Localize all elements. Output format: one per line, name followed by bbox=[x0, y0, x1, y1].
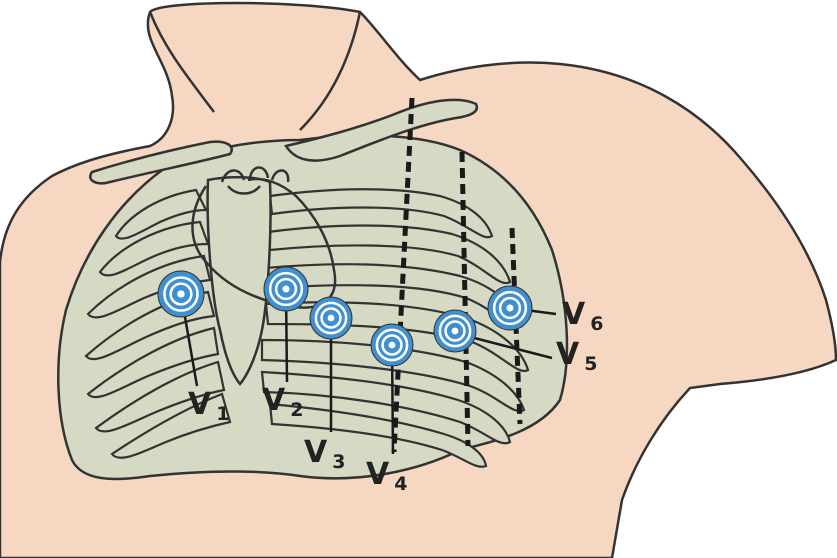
electrode-v2 bbox=[264, 267, 308, 311]
electrode-v3 bbox=[310, 297, 352, 339]
electrode-v1 bbox=[158, 271, 204, 317]
electrode-v6 bbox=[488, 286, 532, 330]
electrode-v4 bbox=[371, 324, 413, 366]
electrode-v5 bbox=[434, 310, 476, 352]
electrode-ring bbox=[389, 342, 396, 349]
electrode-ring bbox=[282, 285, 289, 292]
electrode-ring bbox=[506, 304, 513, 311]
electrode-ring bbox=[328, 315, 335, 322]
electrode-ring bbox=[177, 290, 184, 297]
electrode-ring bbox=[452, 328, 459, 335]
